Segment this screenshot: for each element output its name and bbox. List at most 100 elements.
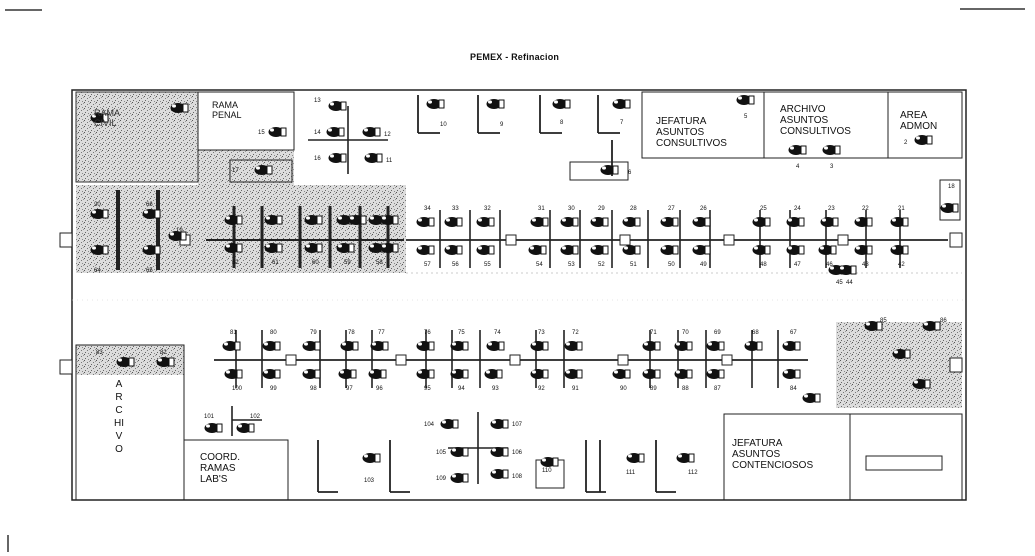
- station-number: 109: [436, 476, 447, 482]
- desk-icon: [236, 369, 243, 379]
- desk-icon: [154, 209, 161, 219]
- desk-icon: [236, 215, 243, 225]
- station-number: 94: [458, 386, 465, 392]
- chair-icon: [676, 370, 680, 374]
- desk-icon: [338, 127, 345, 137]
- desk-icon: [542, 369, 549, 379]
- station-number: 42: [898, 262, 905, 268]
- chair-icon: [824, 146, 828, 150]
- station-number: 62: [232, 260, 239, 266]
- chair-icon: [226, 370, 230, 374]
- door-left-upper: [59, 232, 73, 248]
- stippled-zone-right: [836, 322, 962, 408]
- chair-icon: [708, 342, 712, 346]
- desk-icon: [360, 215, 367, 225]
- chair-icon: [340, 370, 344, 374]
- chair-icon: [746, 342, 750, 346]
- station-number: 98: [310, 386, 317, 392]
- chair-icon: [662, 218, 666, 222]
- partition-layer: [116, 95, 948, 493]
- plan-title: PEMEX - Refinacion: [470, 52, 560, 62]
- chair-icon: [330, 102, 334, 106]
- workstation: 73: [530, 330, 549, 351]
- chair-icon: [856, 218, 860, 222]
- chair-icon: [924, 322, 928, 326]
- workstation: 110: [540, 457, 559, 474]
- station-number: 77: [378, 330, 385, 336]
- workstation: 102: [236, 414, 261, 433]
- station-number: 65: [146, 268, 153, 274]
- station-number: 92: [538, 386, 545, 392]
- desk-icon: [392, 215, 399, 225]
- column-block: [505, 234, 517, 246]
- desk-icon: [672, 217, 679, 227]
- station-number: 80: [270, 330, 277, 336]
- desk-icon: [488, 217, 495, 227]
- desk-icon: [764, 245, 771, 255]
- chair-icon: [170, 232, 174, 236]
- station-number: 33: [452, 206, 459, 212]
- chair-icon: [614, 100, 618, 104]
- station-number: 58: [376, 260, 383, 266]
- chair-icon: [628, 454, 632, 458]
- label-jefatura-consultivos: JEFATURA ASUNTOS CONSULTIVOS: [656, 116, 727, 149]
- workstation: [380, 215, 399, 225]
- door-left-lower: [59, 359, 73, 375]
- workstation: [892, 349, 911, 359]
- chair-icon: [624, 218, 628, 222]
- desk-icon: [866, 217, 873, 227]
- station-number: 60: [312, 260, 319, 266]
- desk-icon: [686, 341, 693, 351]
- chair-icon: [338, 244, 342, 248]
- label-jefatura-contenciosos: JEFATURA ASUNTOS CONTENCIOSOS: [732, 438, 814, 471]
- desk-icon: [456, 245, 463, 255]
- desk-icon: [274, 369, 281, 379]
- station-number: 3: [830, 164, 834, 170]
- desk-icon: [924, 379, 931, 389]
- desk-icon: [814, 393, 821, 403]
- desk-icon: [572, 217, 579, 227]
- chair-icon: [856, 246, 860, 250]
- chair-icon: [894, 350, 898, 354]
- station-number: 9: [500, 122, 504, 128]
- station-number: 104: [424, 422, 435, 428]
- desk-icon: [340, 101, 347, 111]
- desk-icon: [462, 341, 469, 351]
- workstation: 7: [612, 99, 631, 126]
- desk-icon: [654, 369, 661, 379]
- station-number: 111: [626, 470, 636, 476]
- label-rama-penal: RAMA PENAL: [212, 100, 242, 120]
- workstation: 6: [600, 165, 632, 176]
- station-number: 19: [176, 228, 183, 234]
- chair-icon: [92, 114, 96, 118]
- workstation: 86: [922, 318, 947, 331]
- label-rama-civil: RAMA CIVIL: [94, 108, 121, 128]
- desk-icon: [266, 165, 273, 175]
- station-number: 101: [204, 414, 215, 420]
- chair-icon: [532, 370, 536, 374]
- station-number: 44: [846, 280, 853, 286]
- workstation: 57: [416, 245, 435, 268]
- desk-icon: [348, 243, 355, 253]
- desk-icon: [274, 341, 281, 351]
- desk-icon: [462, 473, 469, 483]
- chair-icon: [338, 216, 342, 220]
- station-number: 29: [598, 206, 605, 212]
- workstation: 65: [142, 245, 161, 274]
- chair-icon: [366, 154, 370, 158]
- workstation: 93: [484, 369, 503, 392]
- station-number: 28: [630, 206, 637, 212]
- workstation: 12: [362, 127, 391, 138]
- station-number: 15: [258, 130, 265, 136]
- chair-icon: [562, 246, 566, 250]
- workstation: [264, 215, 283, 225]
- chair-icon: [264, 370, 268, 374]
- workstation: [170, 103, 189, 113]
- desk-icon: [800, 145, 807, 155]
- desk-icon: [952, 203, 959, 213]
- workstation: 32: [476, 206, 495, 227]
- stippled-zone-penal-annex: [198, 150, 294, 186]
- desk-icon: [634, 245, 641, 255]
- desk-icon: [216, 423, 223, 433]
- station-number: 79: [310, 330, 317, 336]
